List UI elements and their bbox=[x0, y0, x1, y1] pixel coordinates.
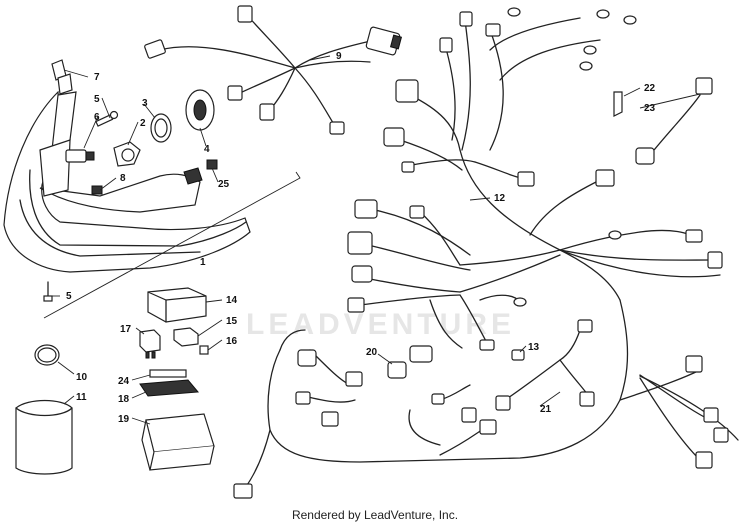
callout-12: 12 bbox=[494, 193, 506, 204]
connector-21a bbox=[495, 395, 511, 411]
ring-terminal-6 bbox=[608, 230, 622, 240]
connector-23b bbox=[635, 147, 655, 165]
connector-left-1 bbox=[354, 199, 378, 219]
fuse-relay-parts bbox=[139, 287, 215, 471]
callout-11: 11 bbox=[76, 392, 87, 403]
connector-lower-5 bbox=[233, 483, 253, 499]
connector-right-6 bbox=[695, 451, 713, 469]
connector-21c bbox=[579, 391, 595, 407]
connector-mid-3 bbox=[401, 161, 415, 173]
connector-headlight-2 bbox=[237, 5, 253, 23]
connector-lower-6 bbox=[431, 393, 445, 405]
connector-lower-8 bbox=[479, 419, 497, 435]
callout-7: 7 bbox=[94, 72, 100, 83]
connector-left-5 bbox=[347, 297, 365, 313]
watermark: LEADVENTURE bbox=[246, 308, 515, 341]
callout-22: 22 bbox=[644, 83, 656, 94]
connector-right-3 bbox=[685, 355, 703, 373]
connector-13a bbox=[513, 297, 527, 307]
callout-13: 13 bbox=[528, 342, 540, 353]
assembly-boundary bbox=[43, 171, 301, 319]
callout-5-upper: 5 bbox=[94, 94, 100, 105]
connector-mid-4 bbox=[517, 171, 535, 187]
connector-left-4 bbox=[351, 265, 373, 283]
connector-21b bbox=[577, 319, 593, 333]
connector-left-2 bbox=[409, 205, 425, 219]
callout-25: 25 bbox=[218, 179, 230, 190]
connector-headlight-3 bbox=[227, 85, 243, 101]
connector-headlight-1 bbox=[144, 39, 166, 59]
callout-14: 14 bbox=[226, 295, 238, 306]
connector-right-2 bbox=[707, 251, 723, 269]
callout-15: 15 bbox=[226, 316, 238, 327]
connector-center-1 bbox=[409, 345, 433, 363]
callout-21: 21 bbox=[540, 404, 552, 415]
callout-8: 8 bbox=[120, 173, 126, 184]
connector-headlight-4 bbox=[259, 103, 275, 121]
ring-terminal-5 bbox=[579, 61, 593, 71]
protective-sleeve bbox=[15, 399, 73, 475]
callout-16: 16 bbox=[226, 336, 238, 347]
connector-right-4 bbox=[703, 407, 719, 423]
callout-17: 17 bbox=[120, 324, 132, 335]
ring-terminal-4 bbox=[583, 45, 597, 55]
render-credit: Rendered by LeadVenture, Inc. bbox=[291, 508, 459, 522]
connectors bbox=[144, 5, 729, 499]
clip-22 bbox=[613, 91, 623, 117]
connector-13c bbox=[511, 349, 525, 361]
callout-2: 2 bbox=[140, 118, 146, 129]
connector-23a bbox=[695, 77, 713, 95]
ring-terminal-3 bbox=[623, 15, 637, 25]
connector-mid-2 bbox=[383, 127, 405, 147]
retaining-ring bbox=[150, 113, 172, 143]
connector-lower-1 bbox=[297, 349, 317, 367]
callout-10: 10 bbox=[76, 372, 88, 383]
bolt-lower bbox=[43, 281, 53, 302]
callout-19: 19 bbox=[118, 414, 130, 425]
connector-mid-5 bbox=[595, 169, 615, 187]
callout-3: 3 bbox=[142, 98, 148, 109]
connector-headlight-5 bbox=[329, 121, 345, 135]
connector-lower-2 bbox=[345, 371, 363, 387]
clip-25 bbox=[206, 159, 218, 170]
connector-top-1 bbox=[459, 11, 473, 27]
callout-24: 24 bbox=[118, 376, 130, 387]
connector-right-5 bbox=[713, 427, 729, 443]
connector-top-3 bbox=[439, 37, 453, 53]
bulb-socket bbox=[65, 149, 95, 163]
connector-lower-4 bbox=[321, 411, 339, 427]
bolt-upper bbox=[95, 110, 119, 127]
callout-23: 23 bbox=[644, 103, 656, 114]
ring-terminal-1 bbox=[507, 7, 521, 17]
headlight-assembly bbox=[3, 90, 251, 273]
connector-20 bbox=[387, 361, 407, 379]
headlight-bulb bbox=[113, 141, 141, 167]
callout-5-lower: 5 bbox=[66, 291, 72, 302]
connector-lower-7 bbox=[461, 407, 477, 423]
connector-right-1 bbox=[685, 229, 703, 243]
leader-lines bbox=[50, 55, 701, 425]
clamp-ring bbox=[34, 344, 60, 366]
connector-13b bbox=[479, 339, 495, 351]
connector-mid-1 bbox=[395, 79, 419, 103]
callout-18: 18 bbox=[118, 394, 130, 405]
connector-top-2 bbox=[485, 23, 501, 37]
clip-8 bbox=[91, 185, 103, 195]
mounting-bracket bbox=[51, 59, 73, 95]
dust-cover bbox=[185, 89, 215, 131]
callout-20: 20 bbox=[366, 347, 378, 358]
ring-terminal-2 bbox=[596, 9, 610, 19]
callout-6: 6 bbox=[94, 112, 100, 123]
callout-labels: 7 5 6 3 2 4 8 25 1 5 9 12 14 15 16 17 24… bbox=[66, 51, 656, 425]
callout-4: 4 bbox=[204, 144, 210, 155]
connector-lower-3 bbox=[295, 391, 311, 405]
callout-9: 9 bbox=[336, 51, 342, 62]
connector-left-3 bbox=[347, 231, 373, 255]
callout-1: 1 bbox=[200, 257, 206, 268]
